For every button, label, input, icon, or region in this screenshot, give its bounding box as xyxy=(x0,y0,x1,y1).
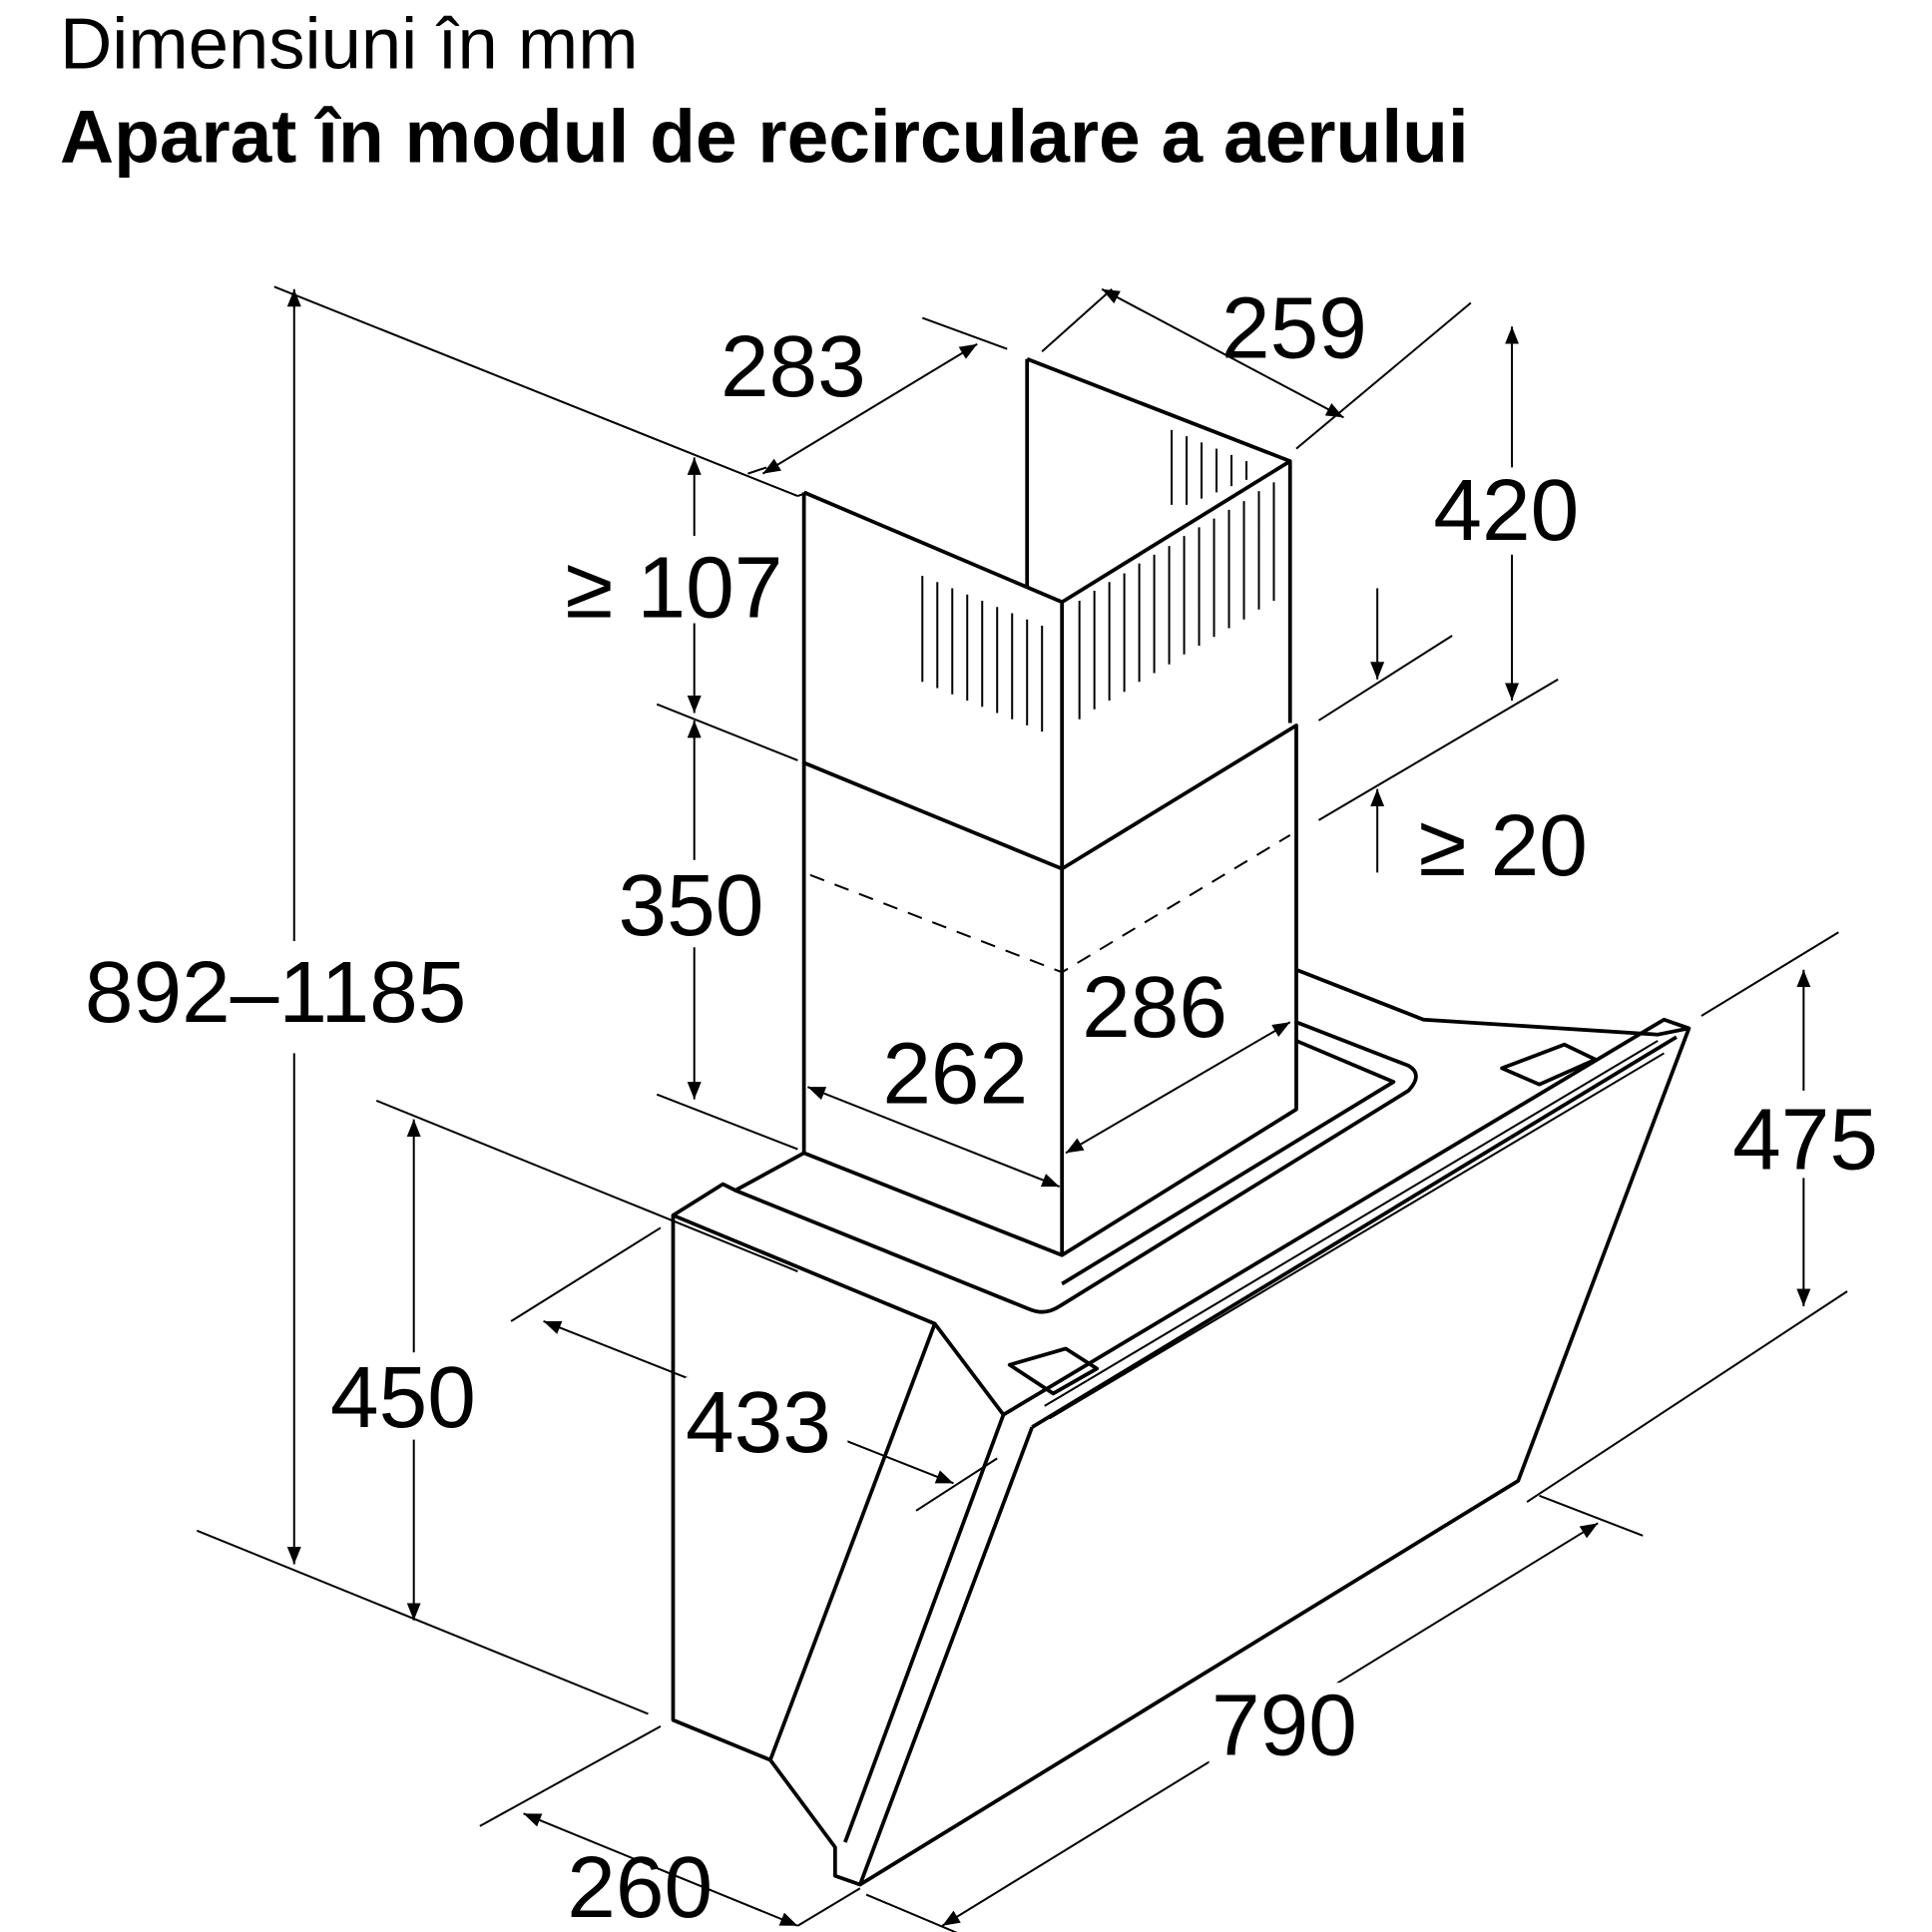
chimney-depth-bottom-label: 286 xyxy=(1082,958,1227,1056)
chimney-depth-top-label: 283 xyxy=(721,317,866,415)
hood-depth-label: 433 xyxy=(686,1373,831,1471)
hood-outline xyxy=(671,356,1691,1887)
lower-chimney-height-label: 350 xyxy=(619,856,764,954)
vent-slots xyxy=(921,429,1275,732)
subtitle: Aparat în modul de recirculare a aerului xyxy=(60,94,1469,178)
upper-chimney-height-label: 420 xyxy=(1433,461,1579,559)
title: Dimensiuni în mm xyxy=(60,4,639,85)
hood-height-right-label: 475 xyxy=(1732,1091,1878,1189)
dimension-labels: 892–1185 283 259 420 ≥ 107 350 ≥ 20 262 … xyxy=(74,278,1895,1932)
hood-height-left-label: 450 xyxy=(330,1348,476,1446)
hood-width-label: 790 xyxy=(1211,1677,1357,1774)
chimney-width-top-label: 259 xyxy=(1221,278,1367,376)
min-top-gap-label: ≥ 107 xyxy=(565,538,782,636)
hood-bottom-depth-label: 260 xyxy=(567,1838,713,1932)
total-height-label: 892–1185 xyxy=(85,943,466,1041)
chimney-width-bottom-label: 262 xyxy=(882,1024,1028,1122)
min-overlap-label: ≥ 20 xyxy=(1418,796,1588,894)
